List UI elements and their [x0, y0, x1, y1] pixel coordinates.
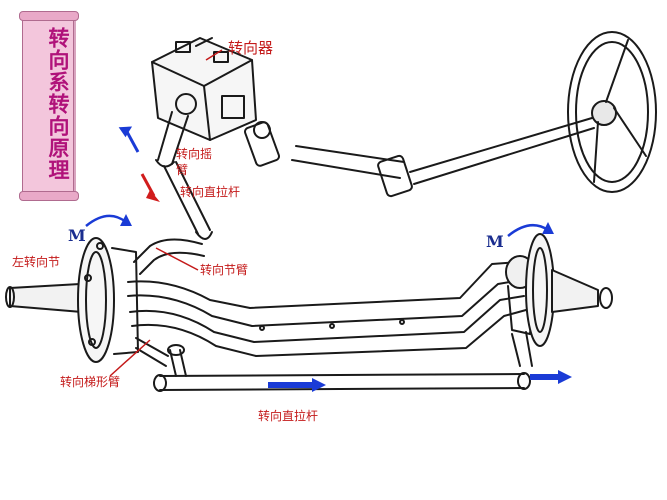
label-tie-rod: 转向直拉杆	[258, 409, 319, 423]
moment-label-left: M	[68, 226, 86, 245]
scroll-roll-top	[19, 11, 79, 21]
label-pitman-arm-2: 臂	[176, 163, 189, 177]
label-drag-link: 转向直拉杆	[180, 185, 241, 199]
trapezoid-arm	[135, 337, 169, 367]
steering-gear-icon	[151, 37, 257, 141]
label-left-knuckle: 左转向节	[12, 255, 61, 269]
label-trapezoid-arm: 转向梯形臂	[60, 375, 121, 389]
motion-arrow-icon	[118, 126, 572, 392]
rotation-arrowhead-right	[542, 222, 554, 234]
diagram-title: 转向系转向原理	[46, 27, 71, 181]
scroll-roll-bottom	[19, 191, 79, 201]
right-knuckle	[505, 233, 613, 367]
left-knuckle	[5, 237, 139, 363]
steering-wheel-icon	[567, 31, 657, 193]
label-steering-gear: 转向器	[228, 39, 274, 57]
label-knuckle-arm: 转向节臂	[200, 263, 249, 277]
tie-rod	[153, 344, 531, 392]
front-axle-icon	[127, 261, 527, 357]
label-pitman-arm-1: 转向摇	[176, 147, 213, 161]
rotation-arrowhead-left	[120, 214, 132, 226]
moment-label-right: M	[486, 232, 504, 251]
drag-link	[163, 161, 213, 240]
leader-lines	[109, 49, 223, 377]
title-scroll: 转向系转向原理	[19, 11, 79, 201]
steering-column	[244, 117, 595, 198]
knuckle-arm	[133, 238, 205, 275]
rotation-arrow-icon	[85, 214, 549, 237]
